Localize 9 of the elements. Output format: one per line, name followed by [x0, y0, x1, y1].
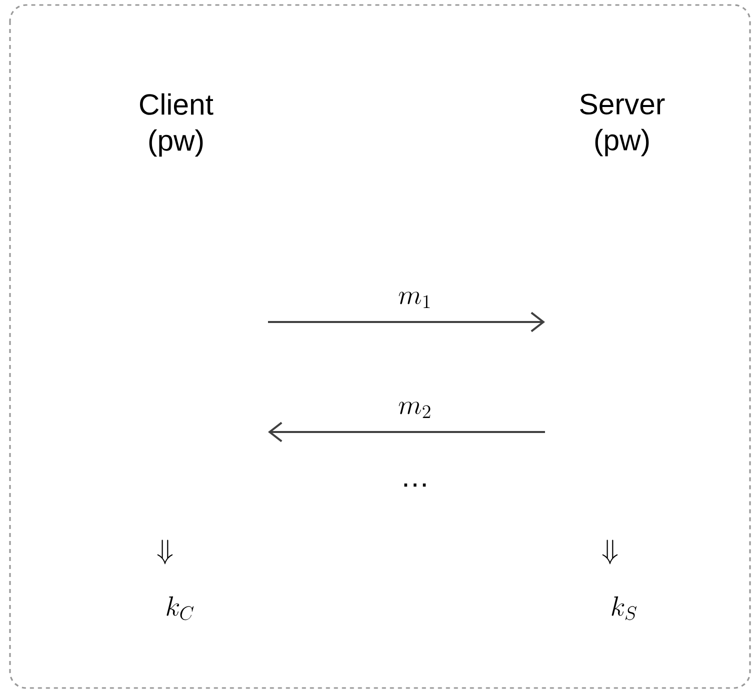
ellipsis: …: [404, 483, 426, 487]
key-label: $k_S$: [612, 596, 637, 620]
derive-arrow: $\Downarrow$: [602, 540, 618, 564]
party-label: Client (pw): [140, 93, 214, 157]
derive-arrow: $\Downarrow$: [157, 540, 173, 564]
key-label: $k_C$: [166, 596, 194, 620]
party-label: Server (pw): [580, 94, 665, 156]
message-label: $m_2$: [398, 402, 430, 418]
message-label: $m_1$: [398, 292, 430, 308]
